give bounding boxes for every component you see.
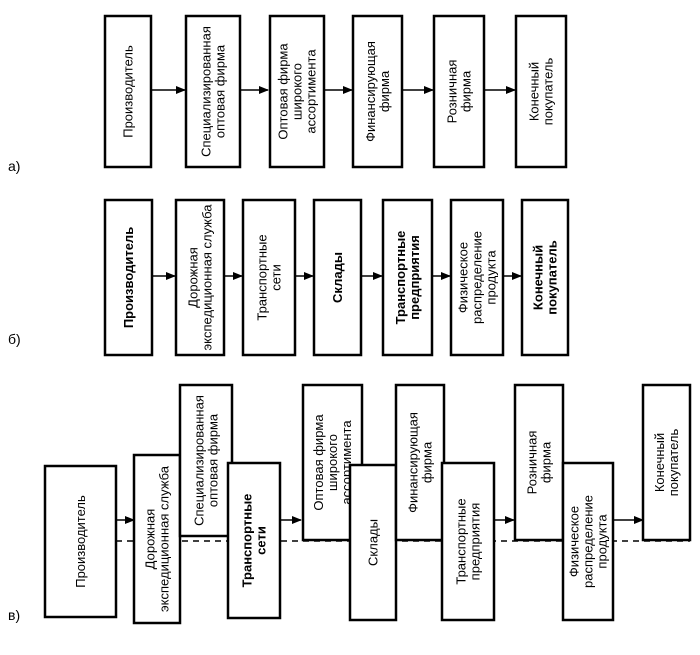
row-b-box-producer: Производитель [103, 198, 154, 357]
box-label: Розничнаяфирма [525, 431, 554, 495]
box-label: Склады [330, 252, 345, 303]
box-label: Оптовая фирмаширокогоассортимента [311, 414, 354, 511]
row-b-label: б) [8, 331, 21, 347]
box-label: Транспортныепредприятия [454, 498, 483, 584]
row-b-box-warehouses: Склады [312, 198, 363, 357]
row-b-box-end-buyer: Конечныйпокупатель [520, 198, 570, 357]
box-label: Дорожнаяэкспедиционная служба [143, 465, 172, 612]
row-a-box-end-buyer: Конечныйпокупатель [514, 14, 568, 169]
row-c-box-physical-distribution: Физическоераспределениепродукта [561, 461, 615, 622]
box-label: Конечныйпокупатель [531, 240, 560, 314]
box-label: Производитель [121, 45, 136, 138]
box-label: Физическоераспределениепродукта [567, 495, 610, 588]
row-b-box-physical-distribution: Физическоераспределениепродукта [449, 198, 505, 357]
row-b-box-road-forwarding: Дорожнаяэкспедиционная служба [174, 198, 226, 357]
row-c-label: в) [8, 607, 20, 623]
row-c-box-road-forwarding: Дорожнаяэкспедиционная служба [132, 453, 182, 625]
row-a-box-specialized-wholesale: Специализированнаяоптовая фирма [184, 14, 242, 169]
row-c-box-end-buyer: Конечныйпокупатель [641, 383, 692, 542]
row-c-box-financing-firm: Финансирующаяфирма [394, 383, 446, 542]
row-c-box-warehouses: Склады [348, 463, 398, 622]
box-label: Дорожнаяэкспедиционная служба [186, 204, 215, 351]
row-c-box-retail-firm: Розничнаяфирма [513, 383, 565, 542]
box-label: Финансирующаяфирма [406, 412, 435, 513]
row-c-box-specialized-wholesale: Специализированнаяоптовая фирма [178, 383, 234, 538]
row-a-label: а) [8, 158, 20, 174]
box-label: Конечныйпокупатель [652, 429, 681, 497]
row-b-box-transport-networks: Транспортныесети [241, 198, 297, 357]
box-label: Специализированнаяоптовая фирма [199, 26, 228, 157]
box-label: Конечныйпокупатель [527, 58, 556, 126]
box-label: Оптовая фирмаширокогоассортимента [276, 43, 319, 140]
box-label: Физическоераспределениепродукта [456, 231, 499, 324]
box-label: Производитель [73, 495, 88, 588]
box-label: Транспортныесети [255, 234, 284, 320]
row-c-box-transport-networks: Транспортныесети [226, 461, 282, 620]
box-label: Производитель [121, 227, 136, 328]
box-label: Специализированнаяоптовая фирма [192, 395, 221, 526]
box-label: Транспортныесети [240, 494, 269, 588]
row-b-box-transport-enterprises: Транспортныепредприятия [381, 198, 434, 357]
box-label: Склады [366, 519, 381, 566]
box-label: Транспортныепредприятия [393, 231, 422, 325]
row-a-box-broad-wholesale: Оптовая фирмаширокогоассортимента [268, 14, 326, 169]
row-a-box-retail-firm: Розничнаяфирма [432, 14, 486, 169]
box-label: Розничнаяфирма [445, 60, 474, 124]
row-a-box-financing-firm: Финансирующаяфирма [351, 14, 404, 169]
row-c-box-transport-enterprises: Транспортныепредприятия [440, 461, 496, 622]
row-c-box-producer: Производитель [43, 464, 118, 619]
box-label: Финансирующаяфирма [363, 41, 392, 142]
row-a-box-producer: Производитель [103, 14, 153, 169]
